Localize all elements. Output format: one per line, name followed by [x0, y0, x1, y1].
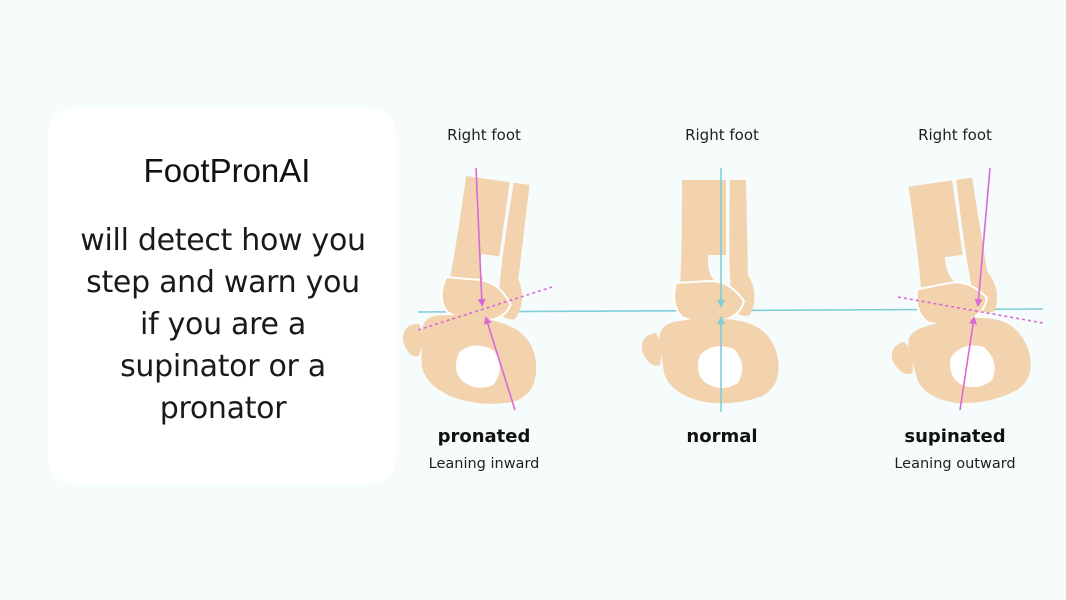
pronated-label: pronated [437, 426, 531, 447]
normal-panel: Right foot normal [617, 120, 827, 480]
pronated-panel: Right foot pronated Leaning inward [379, 120, 589, 480]
supinated-panel: Right foot supinated Leaning outward [850, 120, 1060, 480]
app-description: will detect how you step and warn you if… [80, 223, 366, 426]
pronated-leg-axis [475, 167, 486, 307]
supinated-sublabel: Leaning outward [894, 456, 1016, 472]
info-card: FootPronAI will detect how you step and … [48, 108, 396, 484]
app-title: FootPronAI [143, 152, 311, 189]
pronated-heading: Right foot [447, 126, 521, 144]
supinated-label: supinated [904, 426, 1006, 447]
supinated-leg-axis [974, 167, 991, 307]
normal-heading: Right foot [685, 126, 759, 144]
normal-label: normal [686, 426, 758, 447]
supinated-heading: Right foot [918, 126, 992, 144]
supinated-tilt-line [897, 296, 1044, 324]
pronated-sublabel: Leaning inward [428, 456, 540, 472]
supinated-heel-axis [959, 316, 978, 411]
pronated-heel-axis [483, 316, 516, 411]
